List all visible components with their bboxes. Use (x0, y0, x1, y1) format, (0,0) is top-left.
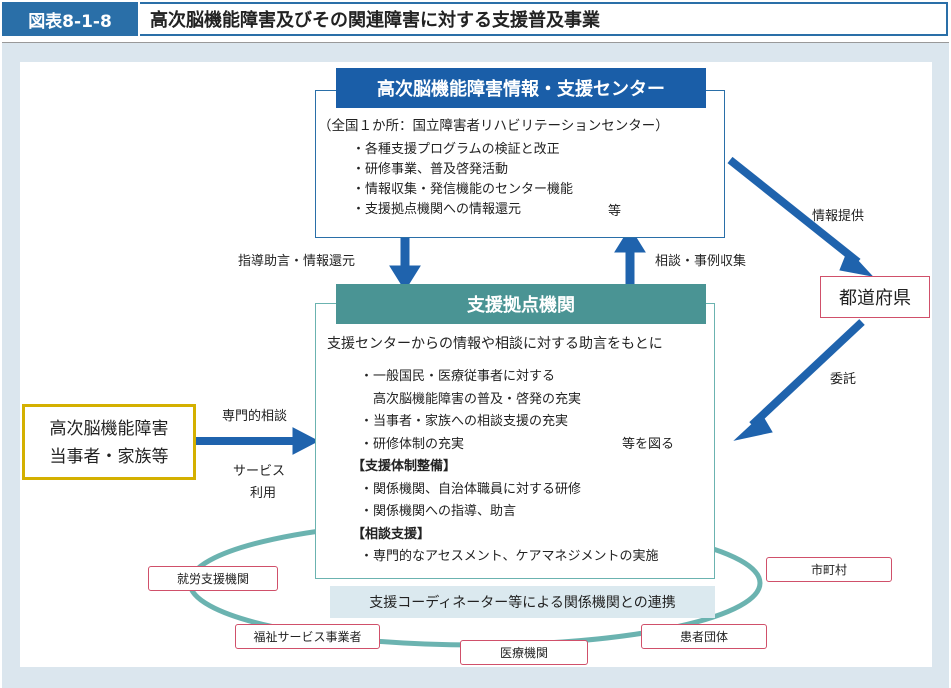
label-service: サービス (233, 464, 286, 479)
patient-line2: 当事者・家族等 (49, 447, 169, 467)
arrow-entrust-shaft (749, 319, 865, 428)
patient-family-box: 高次脳機能障害 当事者・家族等 (22, 404, 196, 480)
info-center-list: ・各種支援プログラムの検証と改正 ・研修事業、普及啓発活動 ・情報収集・発信機能… (352, 140, 573, 220)
label-info-provision: 情報提供 (812, 209, 865, 224)
arrow-down-head (389, 265, 421, 291)
list-item: ・当事者・家族への相談支援の充実 (360, 414, 569, 429)
section-heading: 【支援体制整備】 (352, 459, 457, 474)
info-center-box (315, 90, 725, 238)
list-item: 高次脳機能障害の普及・啓発の充実 (360, 391, 582, 407)
section-heading: 【相談支援】 (352, 526, 431, 542)
label-use: 利用 (250, 486, 277, 501)
hub-box (315, 303, 715, 579)
arrow-up-head (614, 227, 646, 253)
info-center-title: 高次脳機能障害情報・支援センター (336, 68, 706, 108)
node-municipality: 市町村 (766, 557, 892, 582)
node-patient-group: 患者団体 (641, 624, 767, 649)
list-item: ・支援拠点機関への情報還元 (352, 202, 522, 217)
label-entrust: 委託 (830, 372, 857, 387)
list-item: ・研修事業、普及啓発活動 (352, 162, 509, 177)
list-item: ・一般国民・医療従事者に対する (360, 369, 556, 384)
figure-title: 高次脳機能障害及びその関連障害に対する支援普及事業 (140, 2, 948, 36)
label-guidance: 指導助言・情報還元 (238, 254, 356, 269)
figure-number: 図表8-1-8 (2, 2, 138, 36)
hub-title: 支援拠点機関 (336, 284, 706, 324)
info-center-subtitle: （全国１か所：国立障害者リハビリテーションセンター） (318, 118, 669, 134)
label-consultation: 相談・事例収集 (655, 254, 747, 269)
list-item: ・専門的なアセスメント、ケアマネジメントの実施 (360, 549, 659, 564)
node-medical: 医療機関 (460, 640, 588, 665)
node-employment-support: 就労支援機関 (148, 566, 278, 591)
list-item: ・情報収集・発信機能のセンター機能 (352, 182, 574, 197)
list-item: ・各種支援プログラムの検証と改正 (352, 142, 560, 157)
label-specialist-consult: 専門的相談 (222, 409, 288, 424)
node-welfare-service: 福祉サービス事業者 (235, 624, 380, 649)
list-item: ・関係機関、自治体職員に対する研修 (360, 481, 582, 497)
patient-line1: 高次脳機能障害 (49, 419, 169, 439)
arrow-info-shaft (727, 156, 861, 266)
coordination-label: 支援コーディネーター等による関係機関との連携 (330, 586, 715, 618)
arrow-consult-head (292, 427, 320, 455)
hub-lead: 支援センターからの情報や相談に対する助言をもとに (327, 336, 663, 352)
prefecture-box: 都道府県 (820, 276, 930, 318)
hub-list: ・一般国民・医療従事者に対する 高次脳機能障害の普及・啓発の充実 ・当事者・家族… (352, 366, 659, 569)
list-item: ・研修体制の充実 (360, 436, 465, 452)
info-center-etc: 等 (608, 204, 622, 219)
hub-etc: 等を図る (622, 437, 675, 452)
list-item: ・関係機関への指導、助言 (360, 504, 517, 519)
arrow-info-head (839, 249, 874, 277)
arrow-entrust-head (733, 414, 773, 441)
